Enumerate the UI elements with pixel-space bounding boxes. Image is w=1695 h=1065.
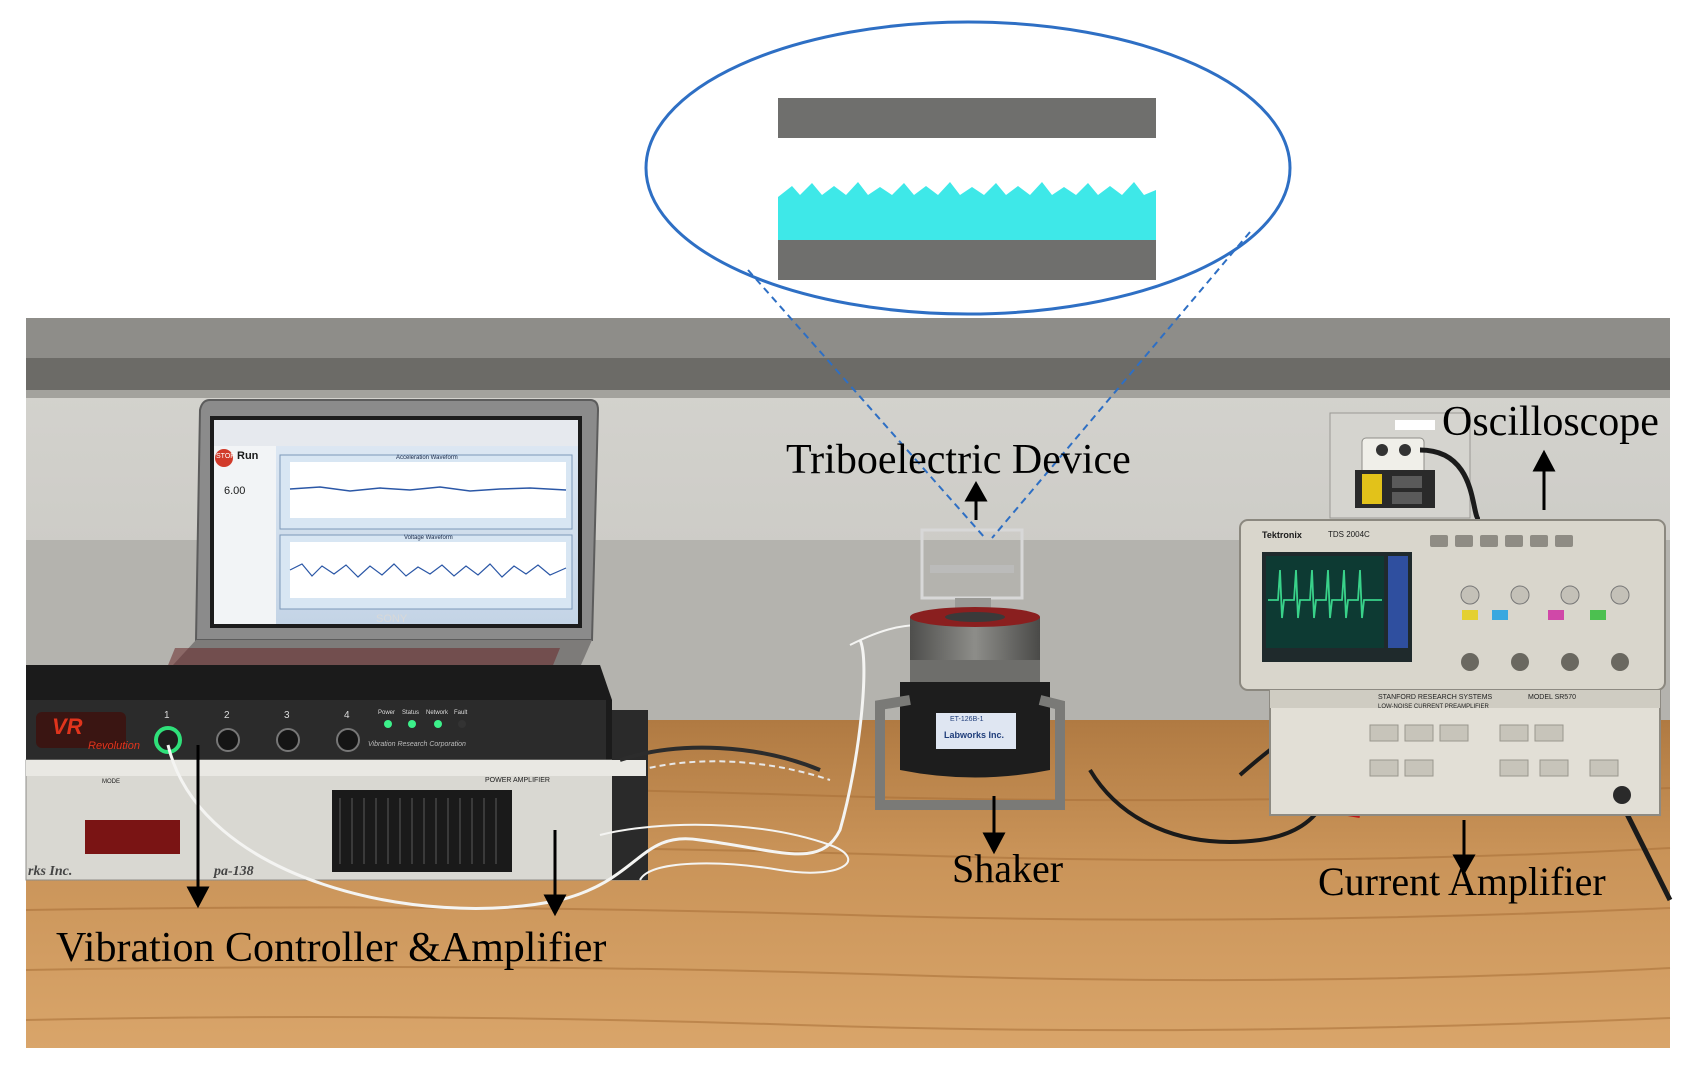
controller-led-status: Status [402, 710, 420, 716]
controller-led-fault: Fault [454, 710, 468, 716]
label-vibration-controller-amplifier: Vibration Controller &Amplifier [56, 925, 607, 971]
power-amplifier [25, 710, 648, 881]
label-current-amplifier: Current Amplifier [1318, 859, 1606, 904]
laptop-panel-voltage: Voltage Waveform [404, 535, 453, 541]
shaker [875, 528, 1065, 810]
label-oscilloscope: Oscilloscope [1442, 399, 1659, 445]
vibration-controller [26, 665, 612, 760]
dielectric-layer [778, 182, 1156, 240]
laptop-brand: SONY [376, 613, 408, 625]
controller-brand: Revolution [88, 740, 140, 752]
amplifier-model: pa-138 [214, 864, 254, 879]
laptop [140, 399, 600, 700]
current-preamplifier [1269, 689, 1661, 816]
oscilloscope [1239, 519, 1666, 691]
laptop-panel-acceleration: Acceleration Waveform [396, 455, 458, 461]
preamp-model: MODEL SR570 [1528, 694, 1576, 701]
preamp-brand: STANFORD RESEARCH SYSTEMS [1378, 694, 1493, 701]
controller-port-2: 2 [224, 710, 230, 721]
controller-port-3: 3 [284, 710, 290, 721]
oscilloscope-brand: Tektronix [1262, 530, 1302, 540]
controller-port-4: 4 [344, 710, 350, 721]
top-electrode [778, 98, 1156, 138]
controller-led-network: Network [426, 710, 449, 716]
oscilloscope-model: TDS 2004C [1328, 530, 1370, 539]
label-shaker: Shaker [952, 846, 1064, 891]
amplifier-mode: MODE [102, 779, 120, 785]
controller-port-1: 1 [164, 710, 170, 721]
laptop-value: 6.00 [224, 485, 246, 497]
laptop-run-label: Run [237, 450, 259, 462]
amplifier-maker: rks Inc. [28, 864, 73, 879]
preamp-title: LOW-NOISE CURRENT PREAMPLIFIER [1378, 704, 1489, 710]
power-amplifier-title: POWER AMPLIFIER [485, 777, 550, 784]
shaker-brand: Labworks Inc. [944, 730, 1005, 740]
shaker-model: ET-126B-1 [950, 716, 984, 723]
controller-led-power: Power [378, 710, 396, 716]
wall-outlet [1329, 412, 1482, 523]
controller-maker: Vibration Research Corporation [368, 741, 466, 748]
laptop-stop-button: STOP [216, 453, 235, 460]
vr-logo: VR [52, 714, 83, 739]
annotation-arrows [186, 449, 1556, 917]
label-triboelectric-device: Triboelectric Device [786, 437, 1131, 483]
bottom-electrode [778, 240, 1156, 280]
